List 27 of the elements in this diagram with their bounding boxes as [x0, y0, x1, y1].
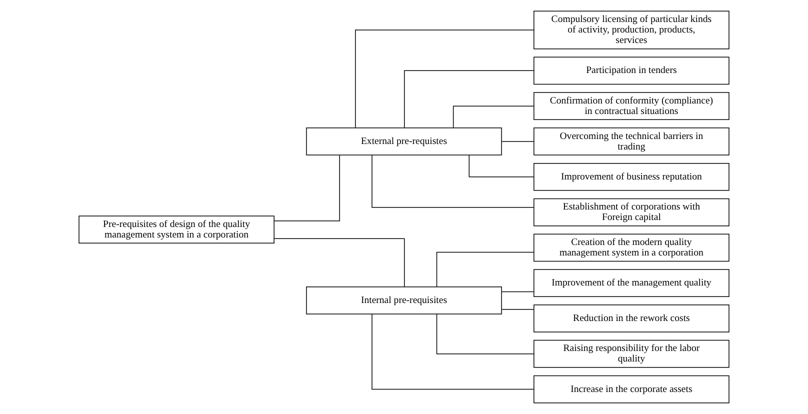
node-box: Improvement of business reputation: [534, 162, 730, 191]
node-box: Increase in the corporate assets: [534, 375, 730, 404]
node-box: Establishment of corporations with Foreign capital: [534, 198, 730, 226]
connector: [501, 141, 534, 142]
node-box: Internal pre-requisites: [306, 286, 502, 314]
connector: [372, 314, 534, 390]
node-box: Participation in tenders: [534, 56, 730, 85]
connector: [274, 154, 340, 222]
connector: [452, 106, 534, 128]
node-box: Creation of the modern quality management system in a corporation: [534, 234, 730, 262]
node-box: Pre-requisites of design of the quality management system in a corporation: [78, 216, 274, 244]
node-box: Confirmation of conformity (compliance) in contractual situations: [534, 92, 730, 120]
node-box: Compulsory licensing of particular kinds of activity, production, products, services: [534, 10, 730, 50]
connector: [355, 30, 534, 128]
connector: [436, 314, 534, 354]
connector: [274, 238, 405, 288]
node-box: Reduction in the rework costs: [534, 304, 730, 332]
connector: [436, 252, 534, 288]
connector: [501, 309, 534, 310]
connector: [404, 70, 534, 128]
node-box: Overcoming the technical barriers in trading: [534, 128, 730, 156]
connector: [501, 291, 534, 292]
node-box: External pre-requistes: [306, 128, 502, 156]
node-box: Raising responsibility for the labor quality: [534, 340, 730, 368]
node-box: Improvement of the management quality: [534, 269, 730, 297]
connector: [468, 154, 534, 178]
connector: [372, 154, 534, 208]
